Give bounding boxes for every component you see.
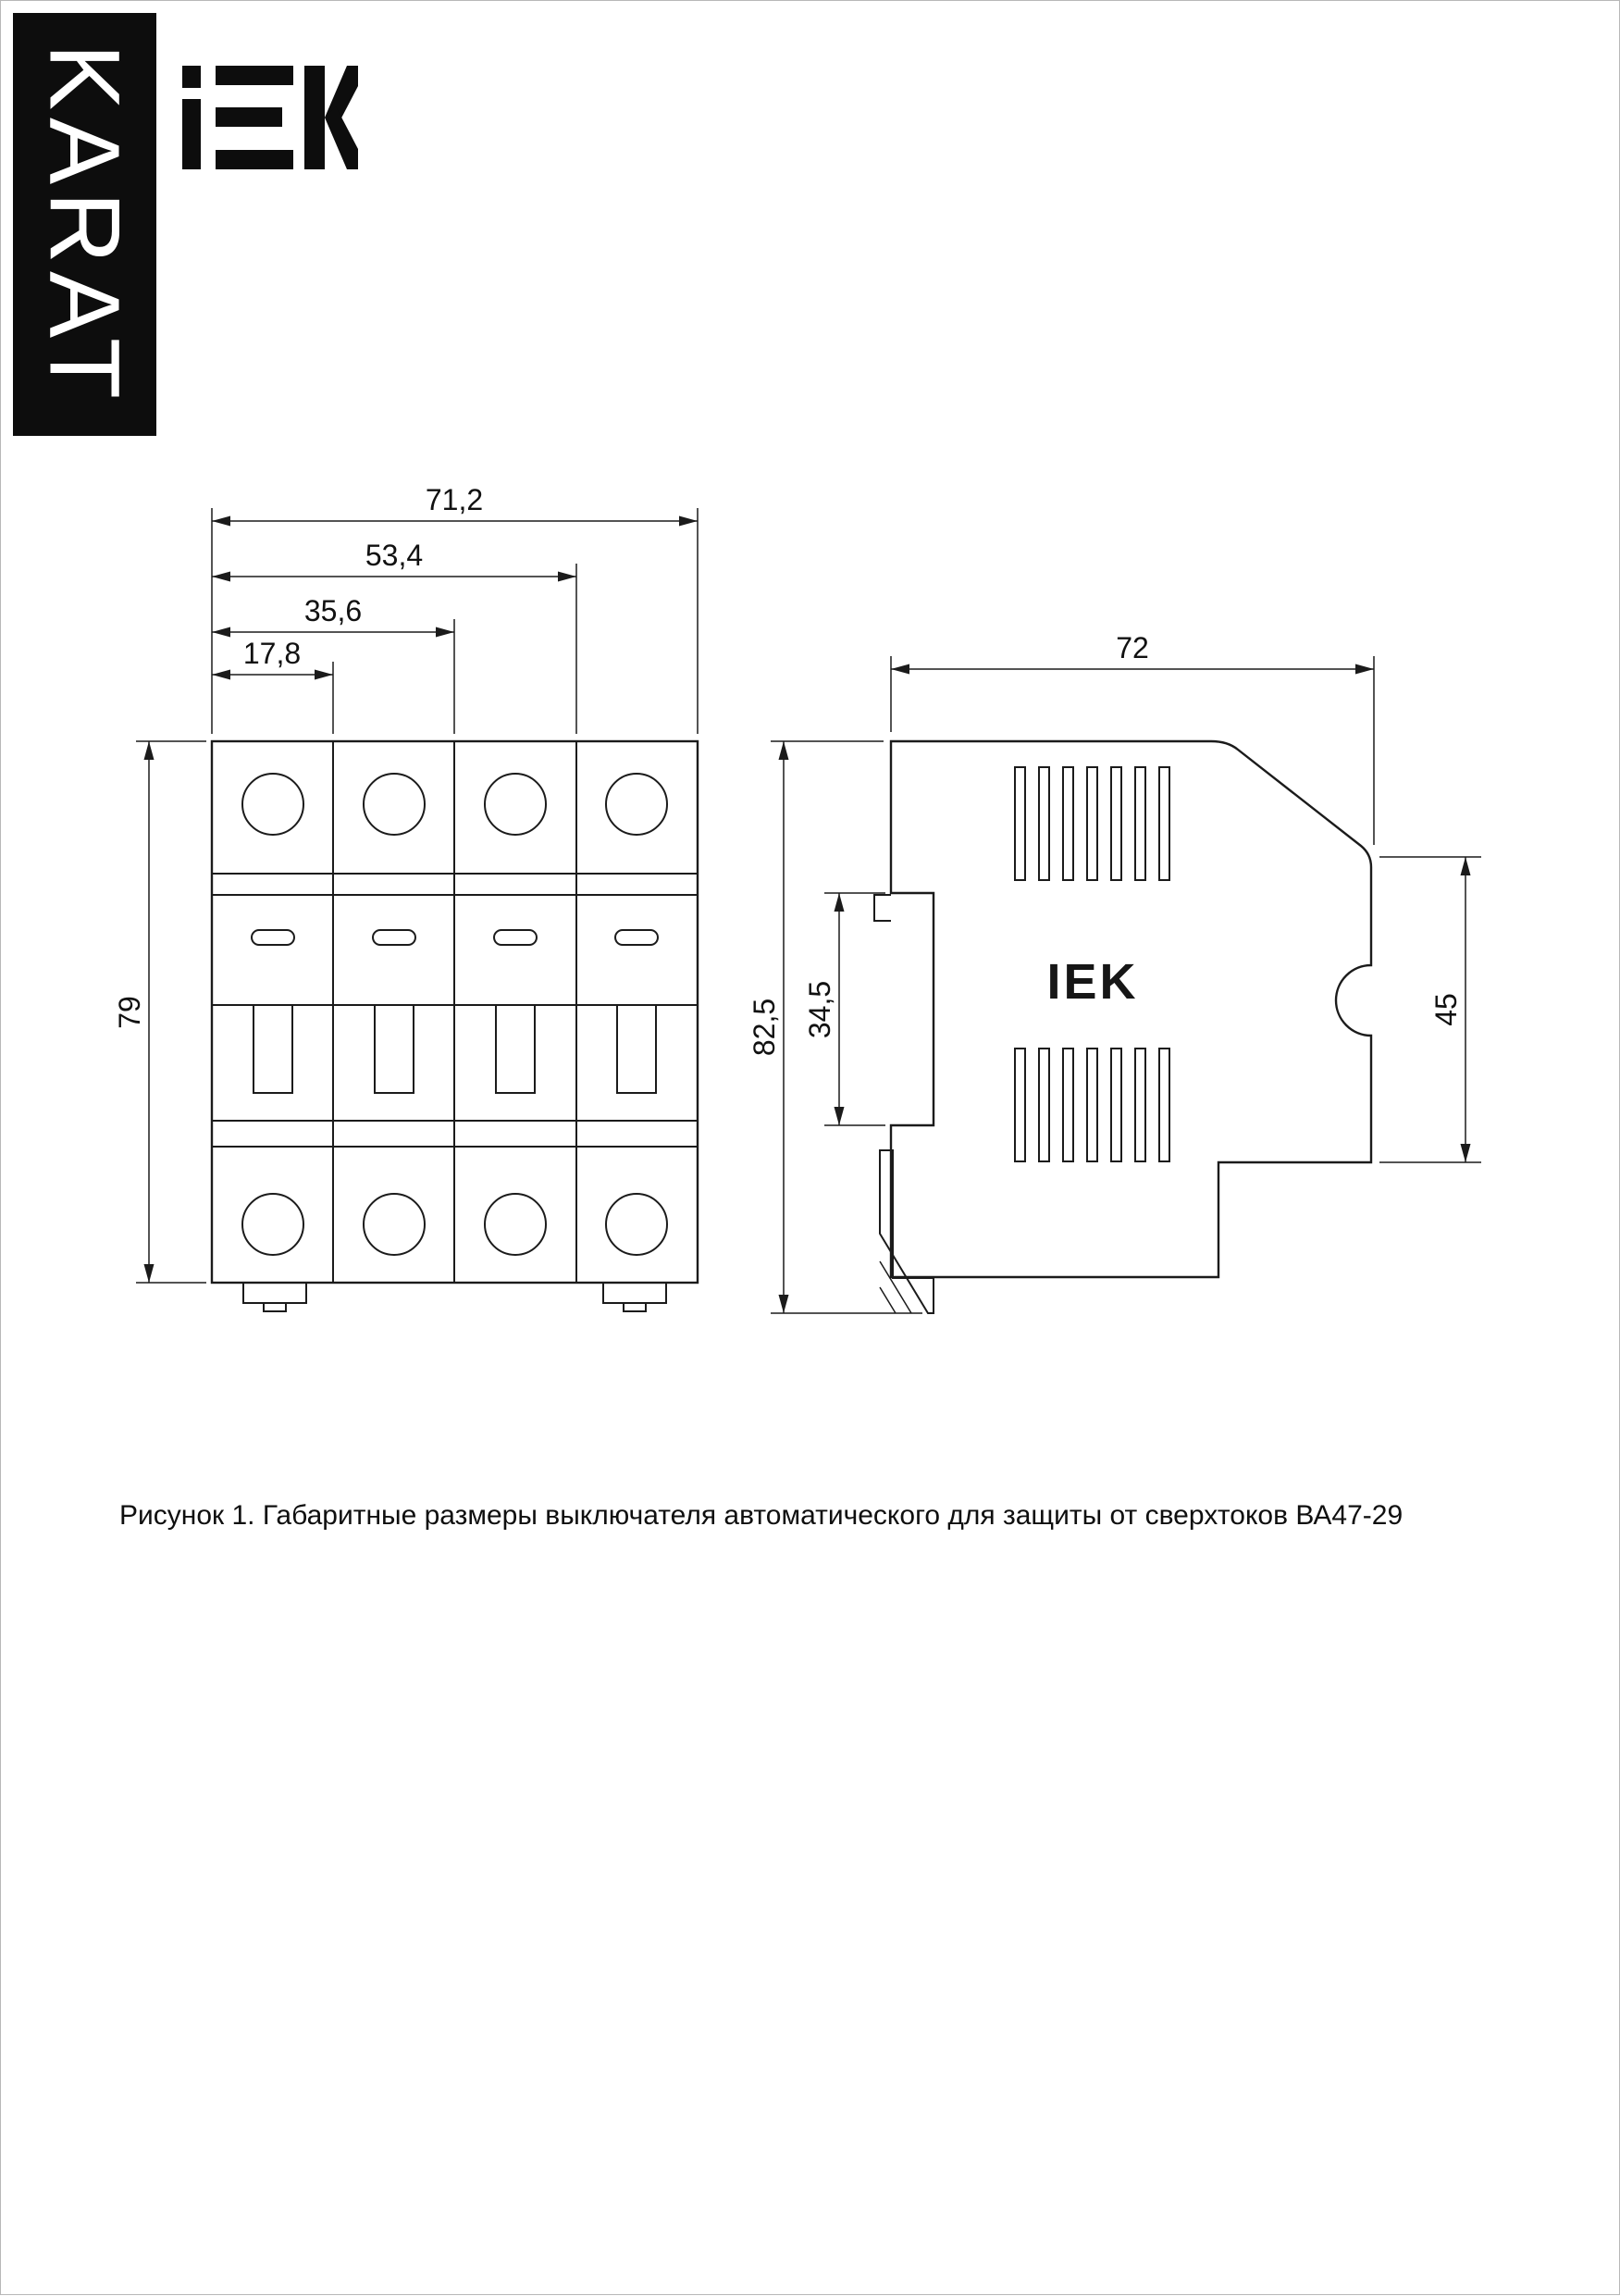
iek-logo-e-bar [216, 107, 282, 127]
label-window [251, 929, 295, 946]
din-spring-clip [879, 1149, 934, 1314]
terminal-screw [484, 773, 547, 836]
iek-logo-i-stem [182, 99, 201, 169]
din-clip [602, 1282, 667, 1304]
clip-serration [879, 1286, 897, 1314]
dim-front-height: 79 [113, 996, 146, 1029]
terminal-screw [605, 773, 668, 836]
din-hook [873, 894, 891, 922]
figure-caption: Рисунок 1. Габаритные размеры выключател… [119, 1500, 1404, 1531]
dim-side-depth: 72 [1116, 631, 1149, 664]
iek-logo-k-leg [325, 106, 358, 169]
terminal-screw [605, 1193, 668, 1256]
iek-logo-i-dot [182, 66, 201, 88]
side-view: IEK [873, 739, 1373, 1314]
dim-side-height-total: 82,5 [748, 999, 781, 1056]
dim-front-width-1-module: 17,8 [243, 637, 301, 670]
side-device-logo: IEK [1046, 954, 1138, 1010]
front-view-dimensions: 71,2 53,4 35,6 17,8 79 [113, 483, 699, 1284]
toggle-handle [253, 1004, 293, 1094]
iek-logo-e-bar [216, 150, 293, 169]
vent-slots-lower [1014, 1048, 1170, 1162]
front-view [210, 739, 699, 1312]
terminal-screw [363, 1193, 426, 1256]
series-banner: KARAT [13, 13, 156, 436]
label-window [493, 929, 538, 946]
terminal-screw [241, 1193, 304, 1256]
toggle-handle [495, 1004, 536, 1094]
side-body [889, 739, 1373, 1279]
side-view-dimensions: 72 82,5 34,5 45 [748, 631, 1481, 1314]
dim-front-width-2-modules: 35,6 [304, 594, 362, 627]
din-clip-tab [623, 1302, 647, 1312]
dim-front-width-3-modules: 53,4 [365, 539, 423, 572]
iek-logo [182, 66, 358, 169]
iek-logo-e-bar [216, 66, 293, 85]
label-window [372, 929, 416, 946]
terminal-screw [241, 773, 304, 836]
iek-logo-k-stem [304, 66, 325, 169]
toggle-handle [374, 1004, 414, 1094]
toggle-handle [616, 1004, 657, 1094]
clip-serration [879, 1260, 912, 1314]
dim-side-din-recess: 34,5 [803, 981, 836, 1038]
vent-slots-upper [1014, 766, 1170, 881]
terminal-screw [484, 1193, 547, 1256]
dim-side-front-height: 45 [1429, 993, 1463, 1026]
terminal-screw [363, 773, 426, 836]
din-clip [242, 1282, 307, 1304]
din-clip-tab [263, 1302, 287, 1312]
dim-front-width-total: 71,2 [426, 483, 483, 516]
label-window [614, 929, 659, 946]
